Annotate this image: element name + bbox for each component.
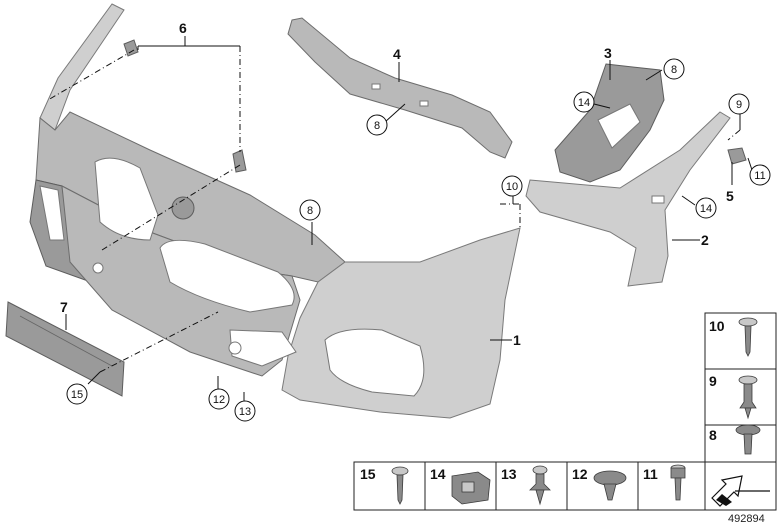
legend-label-9: 9 <box>709 373 717 389</box>
legend-label-13: 13 <box>501 466 517 482</box>
screw-icon-15 <box>391 466 409 505</box>
side-bracket-part-2 <box>525 111 731 287</box>
legend-label-11: 11 <box>643 466 658 482</box>
callout-4: 4 <box>393 46 401 62</box>
callout-11: 11 <box>754 170 765 182</box>
leader-lines <box>47 36 753 402</box>
arrow-icon <box>711 475 770 507</box>
callout-8-bracket: 8 <box>671 64 677 76</box>
fastener-legend-horizontal: 15 14 13 12 11 <box>353 461 777 511</box>
clip-nut-icon-14 <box>451 471 491 505</box>
callout-15: 15 <box>71 389 83 401</box>
fastener-legend-vertical: 10 9 8 <box>704 312 777 463</box>
license-plate-bracket <box>5 301 125 397</box>
legend-label-8: 8 <box>709 427 717 443</box>
expanding-rivet-icon-8 <box>735 424 761 455</box>
callout-3: 3 <box>604 45 612 61</box>
callout-6: 6 <box>179 20 187 36</box>
callout-1: 1 <box>513 332 521 348</box>
callout-14-bracket: 14 <box>578 97 590 109</box>
push-rivet-icon-13 <box>529 465 551 506</box>
legend-label-12: 12 <box>572 466 588 482</box>
callouts: 6 4 3 5 2 1 7 8 8 8 9 10 11 12 13 14 14 … <box>60 20 771 422</box>
reference-number: 492894 <box>728 513 765 525</box>
expanding-nut-icon-12 <box>593 470 627 501</box>
legend-label-14: 14 <box>430 466 446 482</box>
callout-10: 10 <box>506 181 518 193</box>
callout-8-bumper: 8 <box>307 205 313 217</box>
callout-2: 2 <box>701 232 709 248</box>
bracket-part-3 <box>554 63 665 183</box>
screw-icon-10 <box>738 317 758 357</box>
carrier-beam <box>287 17 513 159</box>
callout-7: 7 <box>60 299 68 315</box>
callout-5: 5 <box>726 188 734 204</box>
callout-9: 9 <box>736 99 742 111</box>
callout-13: 13 <box>239 406 251 418</box>
callout-12: 12 <box>213 394 225 406</box>
expanding-rivet-icon-9 <box>738 375 758 420</box>
legend-label-15: 15 <box>360 466 376 482</box>
callout-8-carrier: 8 <box>374 120 380 132</box>
clip-part-6 <box>123 39 247 173</box>
legend-label-10: 10 <box>709 318 725 334</box>
clip-part-5 <box>727 147 747 165</box>
callout-14-side: 14 <box>700 203 712 215</box>
hex-bolt-icon-11 <box>670 464 686 501</box>
front-bumper-panel <box>29 3 521 419</box>
